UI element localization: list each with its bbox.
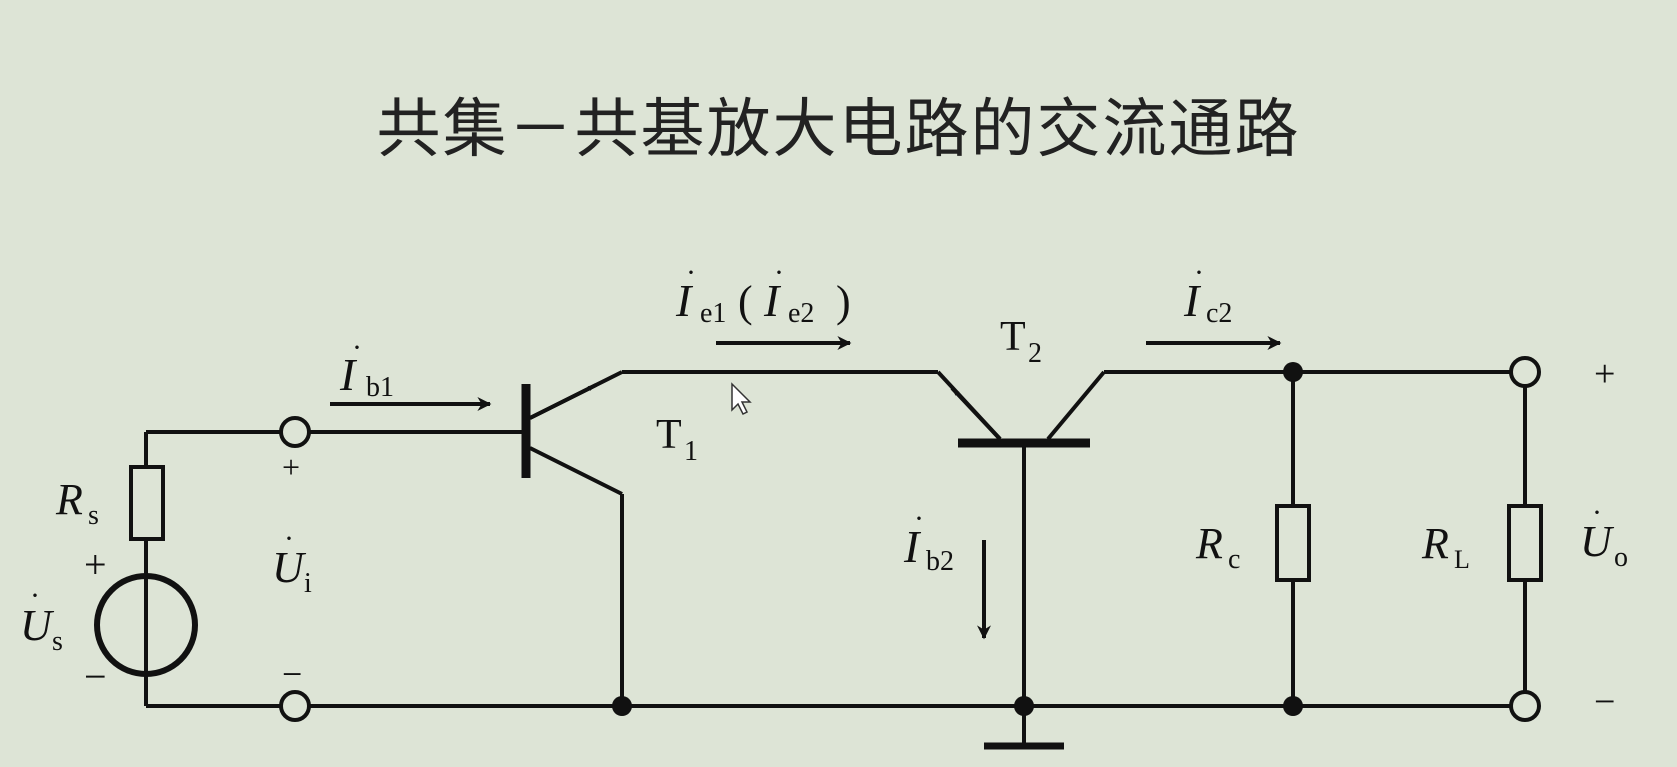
label-text: I [903, 521, 922, 572]
label-us: U · s [20, 579, 63, 657]
label-text: I [675, 275, 694, 326]
junction-dot [1283, 696, 1303, 716]
dot-mark: · [686, 256, 696, 289]
t2-emitter-arrow [950, 386, 1002, 441]
junction-dot [1283, 362, 1303, 382]
resistor-rl [1507, 504, 1543, 582]
label-paren: ) [836, 277, 851, 326]
dot-mark: · [352, 331, 362, 364]
resistor-rc [1275, 504, 1311, 582]
resistor-rs [129, 465, 165, 541]
label-text: I [339, 349, 358, 400]
polarity-minus-uo: − [1594, 681, 1615, 723]
t2-collector [1046, 370, 1106, 441]
dot-mark: · [914, 502, 924, 535]
label-text: I [763, 275, 782, 326]
label-sub: i [304, 568, 312, 599]
transistor-t1 [521, 370, 624, 706]
label-sub: o [1614, 542, 1628, 573]
label-ib1: I · b1 [339, 331, 394, 403]
label-rs: R s [55, 475, 99, 531]
label-text: U [272, 543, 307, 592]
mouse-cursor-icon [731, 382, 752, 416]
input-terminal-bottom [279, 690, 311, 722]
junction-dot [1014, 696, 1034, 716]
label-ie1-ie2: I · e1 ( I · e2 ) [675, 256, 851, 329]
polarity-plus-ui: + [282, 449, 300, 485]
label-paren: ( [738, 277, 753, 326]
label-t2: T 2 [1000, 314, 1042, 369]
label-sub: e1 [700, 298, 726, 329]
label-text: R [1195, 519, 1223, 568]
label-sub: b1 [366, 372, 394, 403]
dot-mark: · [774, 256, 784, 289]
label-rc: R c [1195, 519, 1240, 575]
label-sub: 2 [1028, 338, 1042, 369]
label-text: R [55, 475, 83, 524]
label-ic2: I · c2 [1183, 256, 1232, 329]
t1-collector [529, 446, 623, 496]
label-sub: s [88, 500, 99, 531]
output-terminal-bottom [1509, 690, 1541, 722]
label-uo: U · o [1580, 496, 1628, 573]
dot-mark: · [1194, 256, 1204, 289]
slide-title: 共集－共基放大电路的交流通路 [376, 93, 1301, 167]
label-text: T [656, 412, 682, 458]
dot-mark: · [1592, 496, 1602, 529]
label-text: R [1421, 519, 1449, 568]
label-sub: 1 [684, 436, 698, 467]
polarity-minus-us: − [84, 654, 107, 699]
dot-mark: · [284, 522, 294, 555]
polarity-plus-uo: + [1594, 353, 1615, 395]
label-text: T [1000, 314, 1026, 360]
label-ui: U · i [272, 522, 312, 599]
label-ib2: I · b2 [903, 502, 954, 577]
label-sub: e2 [788, 298, 814, 329]
transistor-t2 [936, 370, 1106, 750]
label-text: U [20, 601, 55, 650]
label-sub: s [52, 626, 63, 657]
label-text: U [1580, 517, 1615, 566]
source-branch [94, 430, 281, 708]
label-sub: c [1228, 544, 1240, 575]
polarity-minus-ui: − [282, 654, 302, 694]
label-text: I [1183, 275, 1202, 326]
dot-mark: · [30, 579, 40, 612]
label-sub: b2 [926, 546, 954, 577]
label-t1: T 1 [656, 412, 698, 467]
label-sub: c2 [1206, 298, 1232, 329]
polarity-plus-us: + [84, 542, 107, 587]
t1-emitter-arrow [529, 383, 597, 420]
input-terminal-top [279, 416, 311, 448]
label-rl: R L [1421, 519, 1470, 574]
label-sub: L [1454, 545, 1470, 574]
junction-dot [612, 696, 632, 716]
output-terminal-top [1509, 356, 1541, 388]
